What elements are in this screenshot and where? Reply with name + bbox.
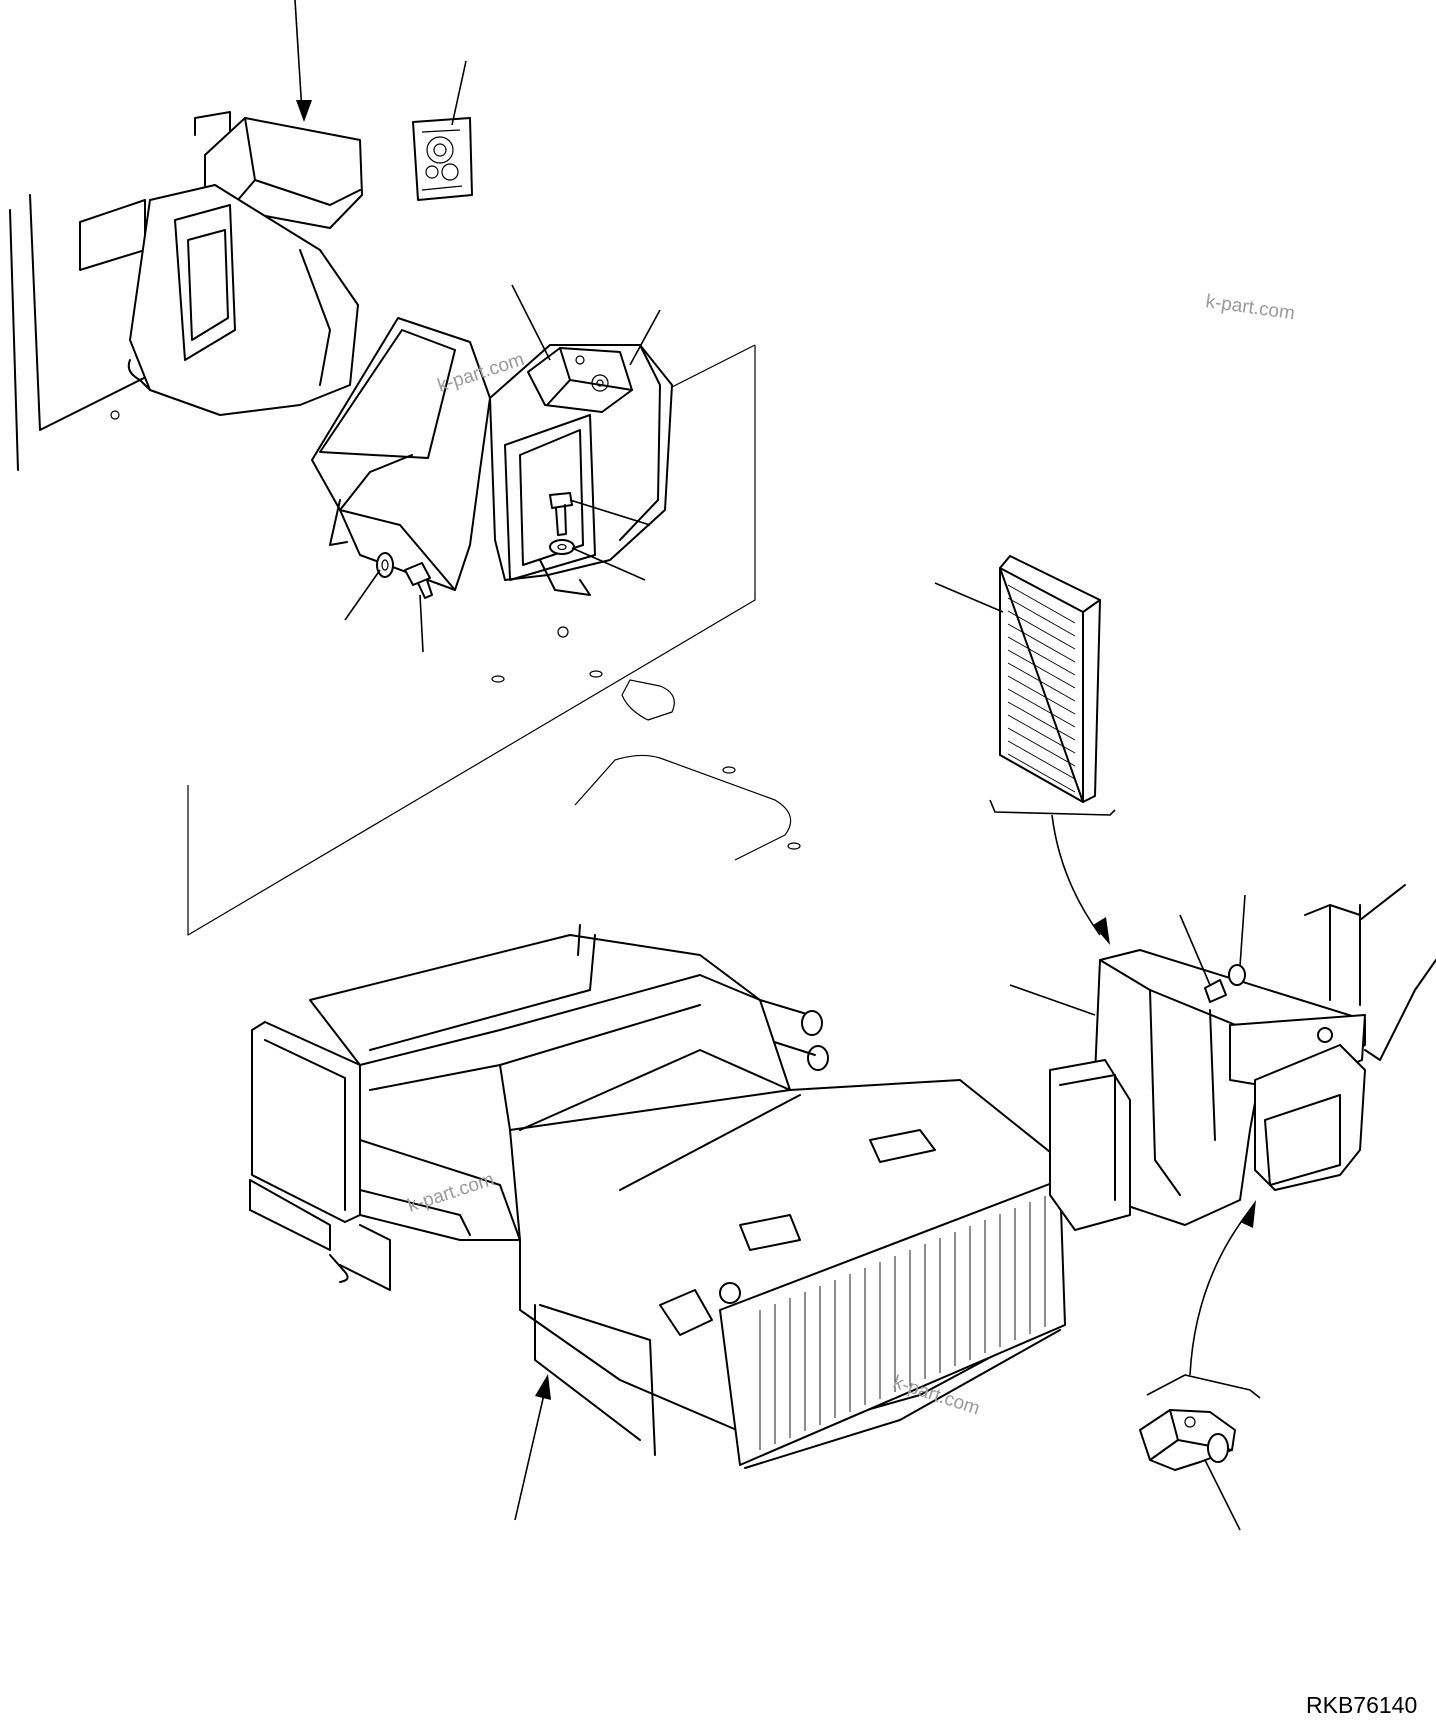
blower-housing [1049,884,1436,1231]
vent-grille [412,117,473,201]
washer-upper [549,539,575,555]
blower-duct [311,317,673,596]
bolt-upper [549,492,573,536]
mode-actuator [1139,1409,1236,1471]
cabin-air-filter [999,555,1101,803]
bolt-left [404,562,433,599]
washer-left [376,552,394,578]
watermark-top-right: k-part.com [1204,291,1296,324]
duct-upper [9,111,363,471]
floor-plate [187,344,801,936]
actuator-upper [527,347,633,413]
air-conditioner-unit [249,924,1066,1469]
leader-lines [294,0,1261,1531]
figure-number: RKB76140 [1306,1692,1417,1718]
